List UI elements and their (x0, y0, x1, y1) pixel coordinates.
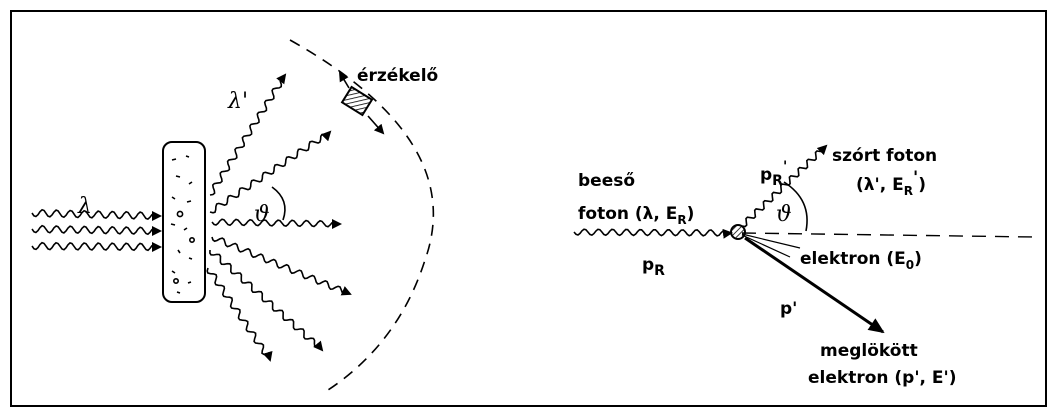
target-particles (170, 155, 196, 294)
incident-wavelength-label: λ (77, 194, 92, 219)
recoil-momentum-label: p' (780, 299, 797, 319)
right-collision-diagram: ϑ beeső foton (λ, ER) pR szórt foton (λ'… (573, 144, 1036, 388)
recoil-label-line2: elektron (p', E') (808, 368, 957, 388)
figure-border (10, 10, 1047, 407)
electron-rays (741, 233, 801, 258)
scattered-wave-3 (211, 218, 342, 229)
scattered-photon-wave (741, 144, 828, 228)
reference-dashed-line (741, 232, 1036, 238)
scattered-wavelength-label: λ' (227, 89, 248, 114)
recoil-label-line1: meglökött (820, 341, 918, 361)
detector-path-arc (289, 39, 434, 393)
recoil-electron-arrow (744, 236, 885, 334)
scattered-wave-5 (209, 249, 324, 352)
scattered-wave-6 (206, 267, 273, 362)
incident-wave-3 (31, 241, 162, 252)
detector-arrow-up (338, 71, 350, 89)
incident-photon-wave (573, 228, 733, 239)
detector-label: érzékelő (357, 66, 438, 86)
incident-label-line1: beeső (578, 171, 635, 191)
detector-arrow-down (367, 115, 385, 135)
right-angle-arc (783, 181, 808, 232)
scattered-label-line1: szórt foton (832, 146, 937, 166)
left-angle-arc (271, 186, 286, 221)
incident-wave-2 (31, 224, 162, 236)
right-angle-label: ϑ (776, 202, 792, 227)
incident-wave-1 (31, 208, 162, 221)
left-scattering-diagram: λ λ' ϑ érzékelő (31, 39, 438, 393)
scattered-wave-2 (209, 130, 332, 214)
scattering-target (162, 141, 206, 303)
scattered-momentum-label: pR' (760, 159, 787, 189)
electron-label: elektron (E0) (800, 249, 922, 272)
scattered-wave-4 (211, 236, 352, 296)
incident-label-line2: foton (λ, ER) (578, 204, 694, 227)
electron-dot (730, 224, 746, 240)
scattered-label-line2: (λ', ER') (856, 168, 926, 198)
detector (340, 85, 374, 117)
left-angle-label: ϑ (254, 202, 270, 227)
incident-momentum-label: pR (642, 255, 665, 279)
scattered-wave-1 (209, 73, 287, 196)
